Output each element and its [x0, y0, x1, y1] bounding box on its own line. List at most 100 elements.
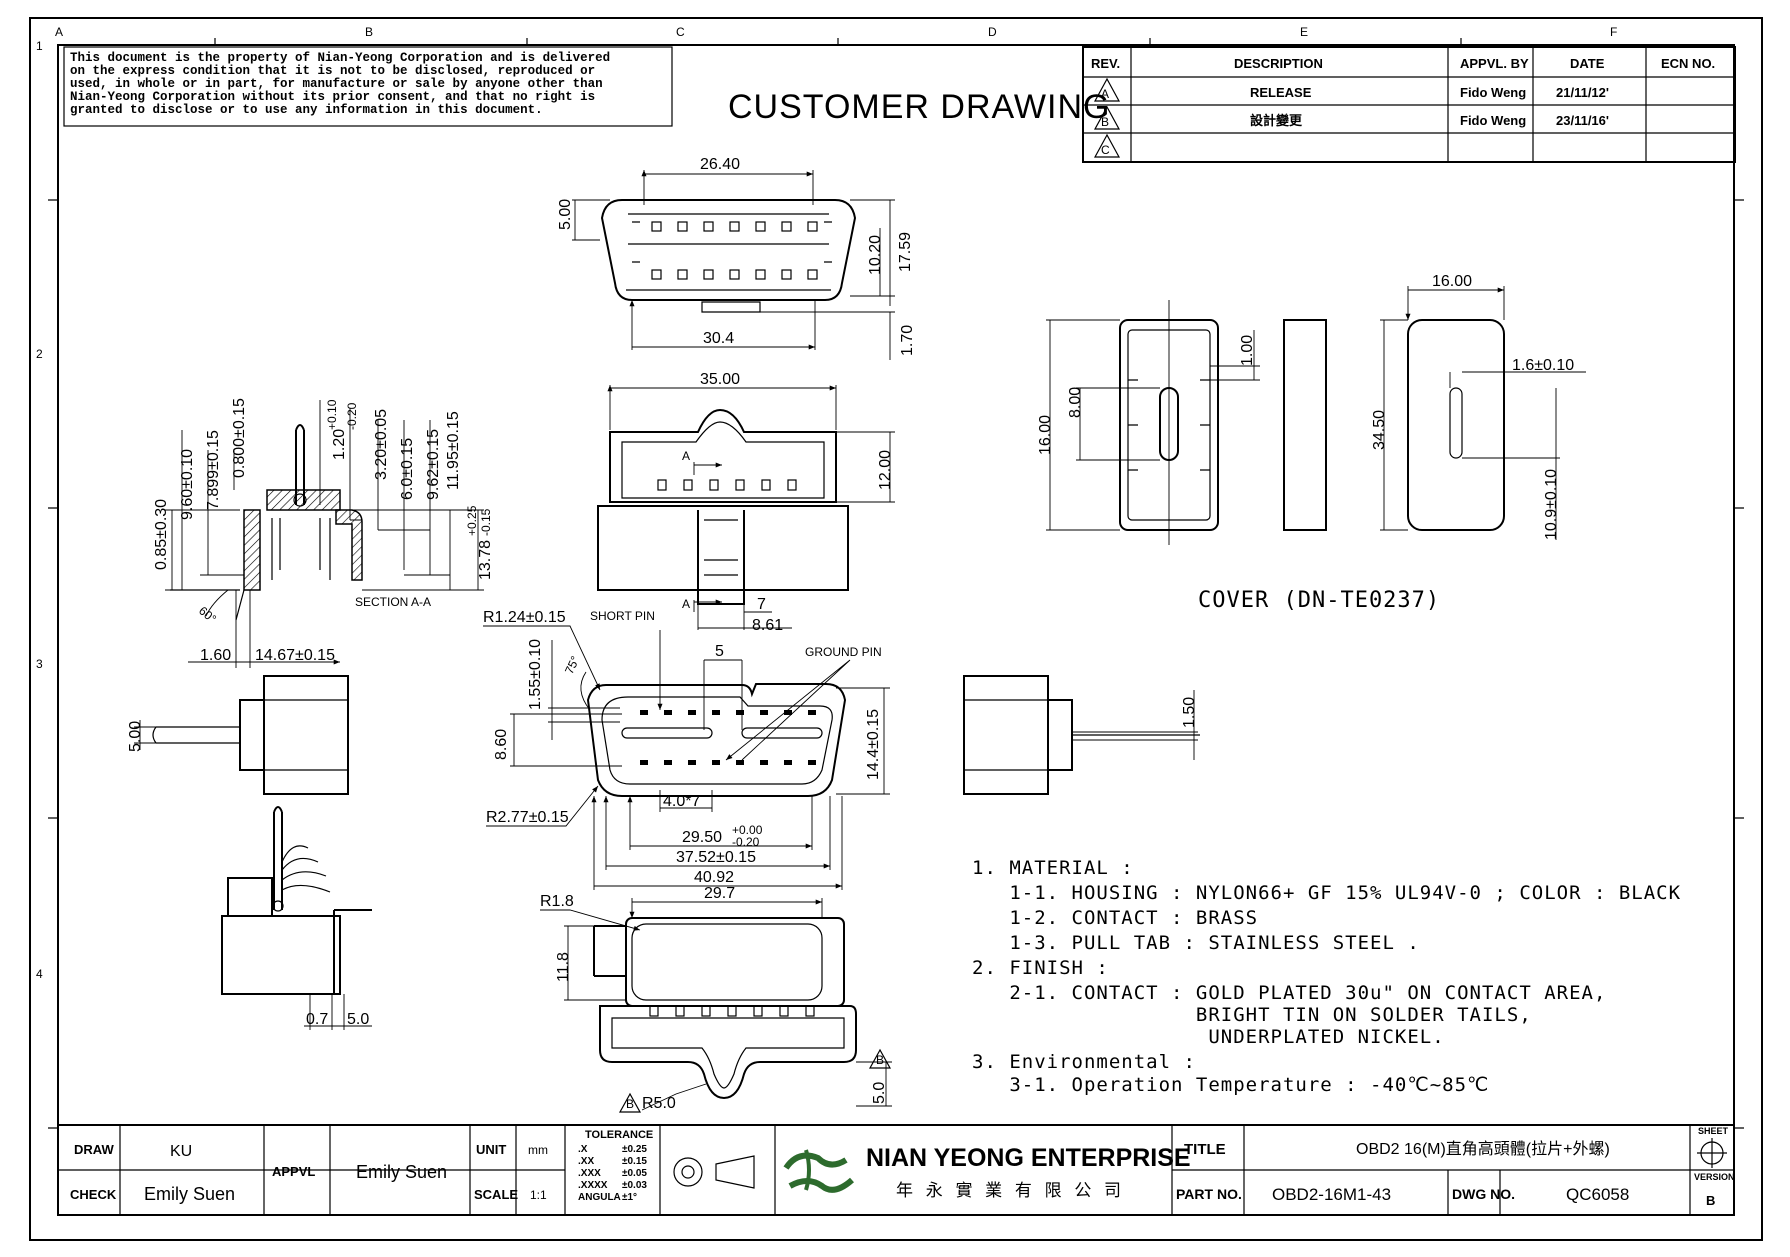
- dim-29-7: 29.7: [704, 885, 735, 902]
- date-header: DATE: [1570, 56, 1605, 71]
- tol-k-3: .XXXX: [578, 1180, 608, 1191]
- cover-views: 16.00 8.00 1.00 16.00 1.6±0.10 34.50 10.…: [1037, 273, 1586, 613]
- tol-k-1: .XX: [578, 1156, 594, 1167]
- left-side-view: 5.00: [127, 675, 349, 795]
- company-name-zh: 年 永 實 業 有 限 公 司: [896, 1181, 1125, 1200]
- company-logo-icon: [783, 1149, 854, 1193]
- tol-v-0: ±0.25: [622, 1144, 647, 1155]
- dim-8-00-cover: 8.00: [1067, 387, 1084, 418]
- right-side-view: 1.50: [963, 675, 1200, 795]
- svg-text:Nian-Yeong Corporation without: Nian-Yeong Corporation without its prior…: [70, 90, 595, 104]
- dim-6-0: 6.0±0.15: [399, 438, 416, 500]
- section-label: SECTION A-A: [355, 595, 431, 609]
- part-no-label: PART NO.: [1176, 1186, 1242, 1202]
- unit-label: UNIT: [476, 1142, 506, 1157]
- note-line-10: 3-1. Operation Temperature : -40℃~85℃: [972, 1074, 1489, 1096]
- rev-b-description: 設計變更: [1250, 113, 1303, 128]
- dim-14-67: 14.67±0.15: [255, 647, 335, 664]
- title-block: DRAW KU CHECK Emily Suen APPVL Emily Sue…: [57, 1124, 1735, 1216]
- dim-75-deg: 75°: [562, 654, 582, 677]
- appvl-header: APPVL. BY: [1460, 56, 1529, 71]
- note-line-2: 1-1. HOUSING : NYLON66+ GF 15% UL94V-0 ;…: [972, 882, 1681, 904]
- dim-0-85: 0.85±0.30: [153, 499, 170, 570]
- tol-v-3: ±0.03: [622, 1180, 647, 1191]
- dim-34-50: 34.50: [1371, 410, 1388, 450]
- note-line-6: 2-1. CONTACT : GOLD PLATED 30u" ON CONTA…: [972, 982, 1606, 1004]
- grid-row-3: 3: [36, 657, 43, 671]
- grid-row-2: 2: [36, 347, 43, 361]
- appvl-label: APPVL: [272, 1164, 315, 1179]
- tol-v-1: ±0.15: [622, 1156, 647, 1167]
- note-line-8: UNDERPLATED NICKEL.: [972, 1026, 1445, 1048]
- dim-5-0: 5.0: [347, 1011, 369, 1028]
- dim-8-61: 8.61: [752, 617, 783, 634]
- rev-b-appvl: Fido Weng: [1460, 113, 1526, 128]
- dim-0-7: 0.7: [306, 1011, 328, 1028]
- note-line-4: 1-3. PULL TAB : STAINLESS STEEL .: [972, 932, 1420, 954]
- dim-11-95: 11.95±0.15: [445, 411, 462, 490]
- note-line-5: 2. FINISH :: [972, 957, 1109, 979]
- grid-col-a: A: [55, 25, 63, 39]
- revision-table: REV. DESCRIPTION APPVL. BY DATE ECN NO. …: [1082, 46, 1736, 163]
- rev-a-appvl: Fido Weng: [1460, 85, 1526, 100]
- scale-value: 1:1: [530, 1188, 547, 1202]
- scale-label: SCALE: [474, 1187, 518, 1202]
- dim-1-20-tol-bot: -0.20: [345, 402, 359, 430]
- dim-1-6: 1.6±0.10: [1512, 357, 1574, 374]
- dim-5: 5: [715, 643, 724, 660]
- dim-1-20-tol-top: +0.10: [325, 399, 339, 430]
- dim-9-62: 9.62±0.15: [425, 429, 442, 500]
- pull-tab-view: 0.7 5.0: [221, 806, 372, 1030]
- dim-7: 7: [757, 596, 766, 613]
- rev-a: A: [1101, 87, 1109, 101]
- dim-r1-8: R1.8: [540, 893, 574, 910]
- sheet-label: SHEET: [1698, 1126, 1729, 1136]
- dim-8-60: 8.60: [493, 729, 510, 760]
- dim-9-60: 9.60±0.10: [179, 449, 196, 520]
- dim-40-92: 40.92: [694, 869, 734, 886]
- version-value: B: [1706, 1193, 1715, 1208]
- top-view: 26.40 5.00 10.20 17.59 1.70 30.4: [557, 156, 916, 360]
- dim-35-00: 35.00: [700, 371, 740, 388]
- section-a-a-view: 0.85±0.30 9.60±0.10 7.899±0.15 0.800±0.1…: [153, 398, 494, 668]
- notes-block: 1. MATERIAL : 1-1. HOUSING : NYLON66+ GF…: [972, 857, 1681, 1096]
- rev-b-date: 23/11/16': [1556, 113, 1609, 128]
- note-line-7: BRIGHT TIN ON SOLDER TAILS,: [972, 1004, 1532, 1026]
- dim-5-0-bottom: 5.0: [871, 1082, 888, 1104]
- dim-10-20: 10.20: [867, 235, 884, 275]
- rev-a-description: RELEASE: [1250, 85, 1312, 100]
- grid-col-f: F: [1610, 25, 1617, 39]
- grid-col-e: E: [1300, 25, 1308, 39]
- dwg-no-value: QC6058: [1566, 1185, 1629, 1204]
- draw-label: DRAW: [74, 1142, 114, 1157]
- svg-text:used, in whole or in part, for: used, in whole or in part, for manufactu…: [70, 77, 603, 91]
- dim-1-70: 1.70: [899, 325, 916, 356]
- dim-17-59: 17.59: [897, 232, 914, 272]
- dim-r2-77: R2.77±0.15: [486, 809, 569, 826]
- dim-1-00-cover: 1.00: [1239, 335, 1256, 366]
- title-label: TITLE: [1184, 1141, 1226, 1158]
- dim-16-00-cover: 16.00: [1037, 415, 1054, 455]
- dim-60-deg: 60°: [196, 604, 219, 627]
- title-value: OBD2 16(M)直角高頭體(拉片+外螺): [1356, 1140, 1610, 1158]
- section-marker-a-top: A: [682, 449, 690, 463]
- rev-b: B: [1101, 115, 1109, 129]
- dim-1-60: 1.60: [200, 647, 231, 664]
- bottom-rev-marker-2: B: [876, 1053, 884, 1067]
- grid-row-1: 1: [36, 39, 43, 53]
- svg-text:on the express condition tha: on the express condition that it is not …: [70, 64, 595, 78]
- rev-a-date: 21/11/12': [1556, 85, 1609, 100]
- rev-header: REV.: [1091, 56, 1120, 71]
- appvl-value: Emily Suen: [356, 1162, 447, 1182]
- grid-labels: A B C D E F 1 2 3 4: [36, 25, 1744, 1129]
- short-pin-label: SHORT PIN: [590, 609, 655, 623]
- dim-26-40: 26.40: [700, 156, 740, 173]
- projection-symbol-icon: [673, 1155, 755, 1189]
- ecn-header: ECN NO.: [1661, 56, 1715, 71]
- check-label: CHECK: [70, 1187, 117, 1202]
- dim-14-4: 14.4±0.15: [865, 709, 882, 780]
- disclaimer-text: This document is the property of Nian-Ye…: [70, 51, 610, 117]
- drawing-title: CUSTOMER DRAWING: [728, 88, 1110, 126]
